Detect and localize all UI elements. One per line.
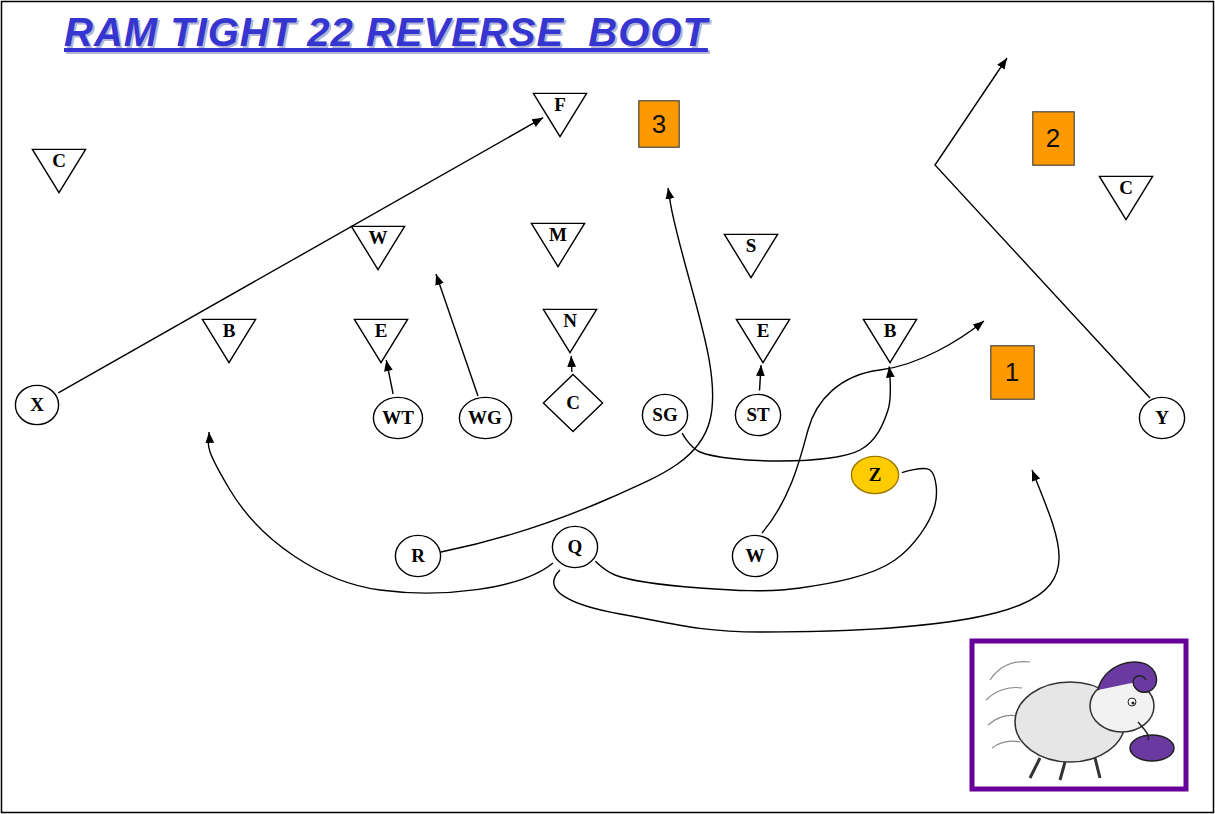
read-number-box: 2 bbox=[1032, 111, 1075, 166]
triangle-outline bbox=[531, 223, 584, 266]
defender-triangle: S bbox=[723, 233, 779, 279]
position-letter: W bbox=[746, 546, 765, 567]
position-letter: C bbox=[52, 151, 66, 172]
triangle-outline bbox=[863, 319, 916, 362]
circle-outline bbox=[552, 526, 597, 567]
route-arrow bbox=[762, 321, 984, 533]
defender-triangle: F bbox=[532, 92, 588, 138]
callout-number: 1 bbox=[1005, 358, 1019, 387]
offense-circle: Q bbox=[551, 525, 599, 569]
read-number-box: 3 bbox=[638, 100, 680, 148]
circle-outline bbox=[851, 456, 898, 493]
play-title: RAM TIGHT 22 REVERSE BOOT bbox=[64, 10, 708, 54]
defender-triangle: B bbox=[201, 318, 257, 364]
triangle-outline bbox=[736, 319, 789, 362]
offense-circle: R bbox=[394, 534, 442, 578]
position-letter: WG bbox=[468, 408, 502, 429]
route-arrow bbox=[571, 356, 573, 372]
triangle-outline bbox=[543, 309, 596, 352]
offense-circle: W bbox=[731, 534, 779, 578]
circle-outline bbox=[15, 385, 58, 424]
position-letter: N bbox=[563, 311, 577, 332]
circle-outline bbox=[459, 397, 511, 438]
offense-circle: Y bbox=[1138, 396, 1186, 440]
triangle-outline bbox=[724, 234, 777, 277]
position-letter: R bbox=[411, 546, 425, 567]
team-logo bbox=[972, 641, 1186, 789]
position-letter: Y bbox=[1155, 408, 1169, 429]
defender-triangle: C bbox=[31, 148, 87, 194]
circle-outline bbox=[373, 397, 422, 438]
position-letter: E bbox=[375, 321, 388, 342]
triangle-outline bbox=[1099, 176, 1152, 219]
offense-circle: WG bbox=[458, 396, 513, 440]
position-letter: ST bbox=[746, 405, 769, 426]
defender-triangle: W bbox=[350, 225, 406, 271]
offense-circle: ST bbox=[734, 393, 782, 437]
position-letter: S bbox=[746, 236, 757, 257]
triangle-outline bbox=[351, 226, 404, 269]
block-arrow bbox=[436, 274, 478, 396]
callout-number: 2 bbox=[1046, 124, 1060, 153]
route-arrow bbox=[760, 365, 762, 390]
circle-outline bbox=[642, 394, 687, 435]
route-arrow bbox=[935, 58, 1150, 398]
position-letter: F bbox=[554, 95, 566, 116]
route-arrow bbox=[386, 360, 393, 394]
circle-outline bbox=[735, 394, 780, 435]
route-arrow bbox=[682, 367, 890, 462]
route-arrow bbox=[208, 432, 553, 593]
route-arrow bbox=[58, 118, 543, 393]
defender-triangle: E bbox=[735, 318, 791, 364]
position-letter: C bbox=[566, 393, 580, 414]
defender-triangle: C bbox=[1098, 175, 1154, 221]
position-letter: B bbox=[223, 321, 236, 342]
position-letter: Q bbox=[568, 537, 583, 558]
route-arrow bbox=[441, 188, 713, 552]
triangle-outline bbox=[32, 149, 85, 192]
position-letter: E bbox=[757, 321, 770, 342]
center-diamond: C bbox=[542, 373, 604, 433]
defender-triangle: M bbox=[530, 222, 586, 268]
position-letter: C bbox=[1119, 178, 1133, 199]
triangle-outline bbox=[533, 93, 586, 136]
circle-outline bbox=[1139, 397, 1184, 438]
triangle-outline bbox=[202, 319, 255, 362]
diamond-outline bbox=[543, 374, 602, 431]
square-outline bbox=[990, 345, 1033, 398]
position-letter: W bbox=[369, 228, 388, 249]
ball-carrier-circle: Z bbox=[850, 455, 900, 495]
callout-number: 3 bbox=[652, 110, 666, 139]
position-letter: B bbox=[884, 321, 897, 342]
defender-triangle: N bbox=[542, 308, 598, 354]
circle-outline bbox=[732, 535, 777, 576]
triangle-outline bbox=[354, 319, 407, 362]
route-arrow bbox=[554, 470, 1059, 632]
defender-triangle: E bbox=[353, 318, 409, 364]
position-letter: M bbox=[549, 225, 567, 246]
position-letter: SG bbox=[652, 405, 677, 426]
defender-triangle: B bbox=[862, 318, 918, 364]
square-outline bbox=[639, 101, 679, 147]
offense-circle: WT bbox=[372, 396, 424, 440]
square-outline bbox=[1032, 111, 1073, 164]
offense-circle: X bbox=[14, 384, 60, 426]
position-letter: WT bbox=[382, 408, 414, 429]
position-letter: Z bbox=[869, 465, 882, 486]
position-letter: X bbox=[30, 395, 44, 416]
read-number-box: 1 bbox=[990, 345, 1035, 400]
circle-outline bbox=[395, 535, 440, 576]
offense-circle: SG bbox=[641, 393, 689, 437]
